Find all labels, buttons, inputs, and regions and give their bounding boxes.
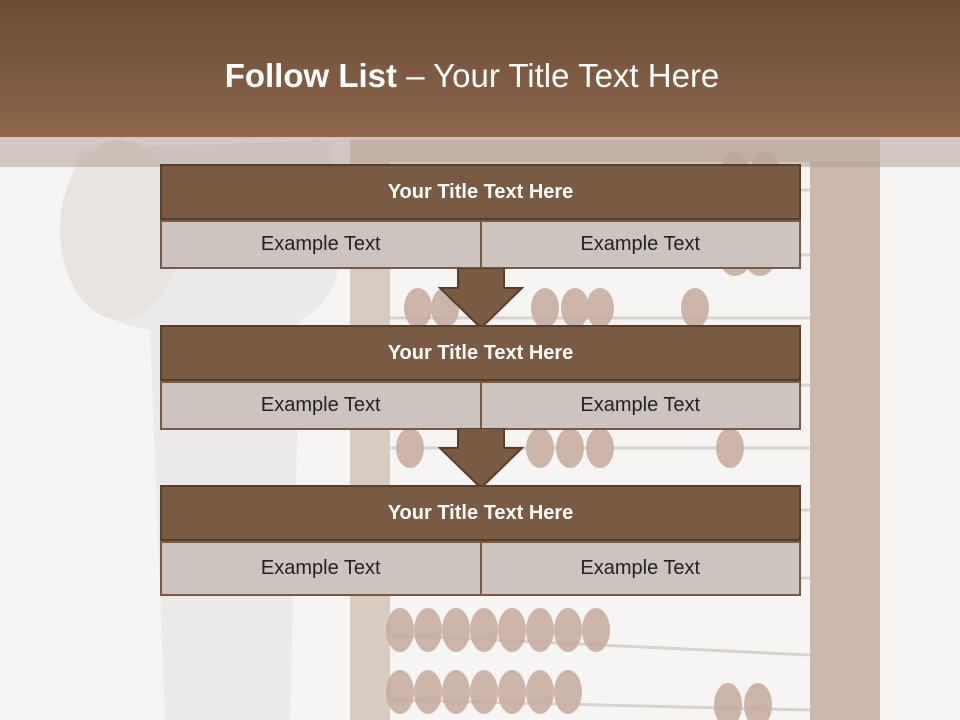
down-arrow-icon xyxy=(438,268,524,330)
list-block-2: Your Title Text Here Example Text Exampl… xyxy=(160,325,801,430)
block-row: Example Text Example Text xyxy=(160,541,801,596)
block-cell-left: Example Text xyxy=(160,220,482,269)
slide-title: Follow List – Your Title Text Here xyxy=(0,56,944,96)
block-row: Example Text Example Text xyxy=(160,220,801,269)
block-cell-right: Example Text xyxy=(481,220,801,269)
block-title: Your Title Text Here xyxy=(160,164,801,220)
block-cell-right: Example Text xyxy=(481,541,801,596)
block-cell-left: Example Text xyxy=(160,381,482,430)
block-cell-left: Example Text xyxy=(160,541,482,596)
list-block-1: Your Title Text Here Example Text Exampl… xyxy=(160,164,801,269)
down-arrow-icon xyxy=(438,428,524,490)
block-title: Your Title Text Here xyxy=(160,325,801,381)
block-title: Your Title Text Here xyxy=(160,485,801,541)
slide-title-dash: – xyxy=(397,57,434,94)
block-cell-right: Example Text xyxy=(481,381,801,430)
list-block-3: Your Title Text Here Example Text Exampl… xyxy=(160,485,801,596)
title-bar xyxy=(0,0,960,137)
block-row: Example Text Example Text xyxy=(160,381,801,430)
slide-title-rest: Your Title Text Here xyxy=(433,57,720,94)
slide-title-bold: Follow List xyxy=(224,57,398,94)
title-bar-strip xyxy=(0,137,960,167)
